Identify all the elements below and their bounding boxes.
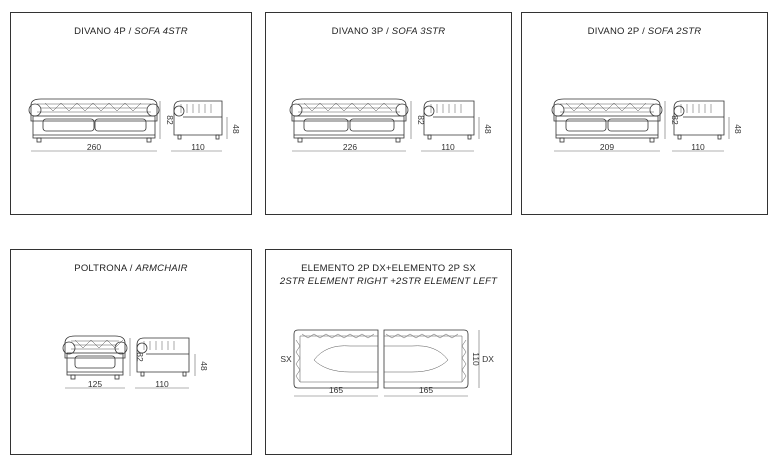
title-italic: SOFA 4STR xyxy=(134,26,188,37)
dimension-lines xyxy=(31,101,228,152)
dim-depth: 110 xyxy=(471,352,481,366)
dim-width: 226 xyxy=(343,142,357,152)
panel-sofa-2str: DIVANO 2P / SOFA 2STR 209 110 xyxy=(521,12,768,215)
panel-title-line2: 2STR ELEMENT RIGHT +2STR ELEMENT LEFT xyxy=(279,276,498,287)
sofa-2str-drawing: 209 110 82 48 xyxy=(551,98,743,152)
dim-height: 82 xyxy=(670,115,680,125)
armchair-side-view xyxy=(136,337,190,377)
armchair-front-view xyxy=(62,335,128,380)
dim-depth: 110 xyxy=(155,379,169,389)
label-sx: SX xyxy=(280,354,292,364)
title-main: DIVANO 4P / xyxy=(74,26,135,37)
panel-title: DIVANO 3P / SOFA 3STR xyxy=(266,26,511,37)
panel-title: POLTRONA / ARMCHAIR xyxy=(11,263,251,274)
dimension-lines xyxy=(65,338,196,389)
dim-seat-height: 48 xyxy=(733,124,743,134)
title-main: POLTRONA / xyxy=(74,263,136,274)
dim-height: 82 xyxy=(135,352,145,362)
panel-sofa-3str: DIVANO 3P / SOFA 3STR 226 110 xyxy=(265,12,512,215)
title-italic: SOFA 3STR xyxy=(391,26,446,37)
dimension-lines xyxy=(554,101,730,152)
sofa-3str-drawing: 226 110 82 48 xyxy=(289,98,493,152)
title-main: DIVANO 2P / xyxy=(587,26,648,37)
element-right-top-view xyxy=(383,329,469,389)
element-drawing: SX DX 165 165 110 xyxy=(280,329,494,397)
panel-armchair: POLTRONA / ARMCHAIR 125 110 82 xyxy=(10,249,252,455)
dim-width: 260 xyxy=(87,142,101,152)
dim-depth: 110 xyxy=(441,142,455,152)
dimension-lines xyxy=(294,330,480,397)
sofa-front-view xyxy=(28,98,160,143)
dim-depth: 110 xyxy=(691,142,705,152)
title-main: DIVANO 3P / xyxy=(331,26,392,37)
label-dx: DX xyxy=(482,354,494,364)
dim-seat-height: 48 xyxy=(199,361,209,371)
armchair-drawing: 125 110 82 48 xyxy=(62,335,209,389)
panel-element-2str: ELEMENTO 2P DX+ELEMENTO 2P SX 2STR ELEME… xyxy=(265,249,512,455)
dim-width: 125 xyxy=(88,379,102,389)
sofa-side-view xyxy=(173,100,223,140)
dim-width-right: 165 xyxy=(419,385,433,395)
panel-sofa-4str: DIVANO 4P / SOFA 4STR 260 110 xyxy=(10,12,252,215)
dim-depth: 110 xyxy=(191,142,205,152)
sofa-side-view xyxy=(423,100,475,140)
sofa-front-view xyxy=(551,98,663,143)
dim-height: 82 xyxy=(416,115,426,125)
sofa-front-view xyxy=(289,98,409,143)
sofa-4str-drawing: 260 110 82 48 xyxy=(28,98,241,152)
title-italic: SOFA 2STR xyxy=(647,26,702,37)
panel-title-line1: ELEMENTO 2P DX+ELEMENTO 2P SX xyxy=(301,263,476,274)
panel-title: DIVANO 2P / SOFA 2STR xyxy=(522,26,767,37)
dim-seat-height: 48 xyxy=(231,124,241,134)
element-left-top-view xyxy=(293,329,379,389)
dim-width-left: 165 xyxy=(329,385,343,395)
panel-title: DIVANO 4P / SOFA 4STR xyxy=(11,26,251,37)
sofa-side-view xyxy=(673,100,725,140)
dim-width: 209 xyxy=(600,142,614,152)
title-italic: ARMCHAIR xyxy=(135,263,188,274)
dim-seat-height: 48 xyxy=(483,124,493,134)
dim-height: 82 xyxy=(165,115,175,125)
dimension-lines xyxy=(292,101,480,152)
